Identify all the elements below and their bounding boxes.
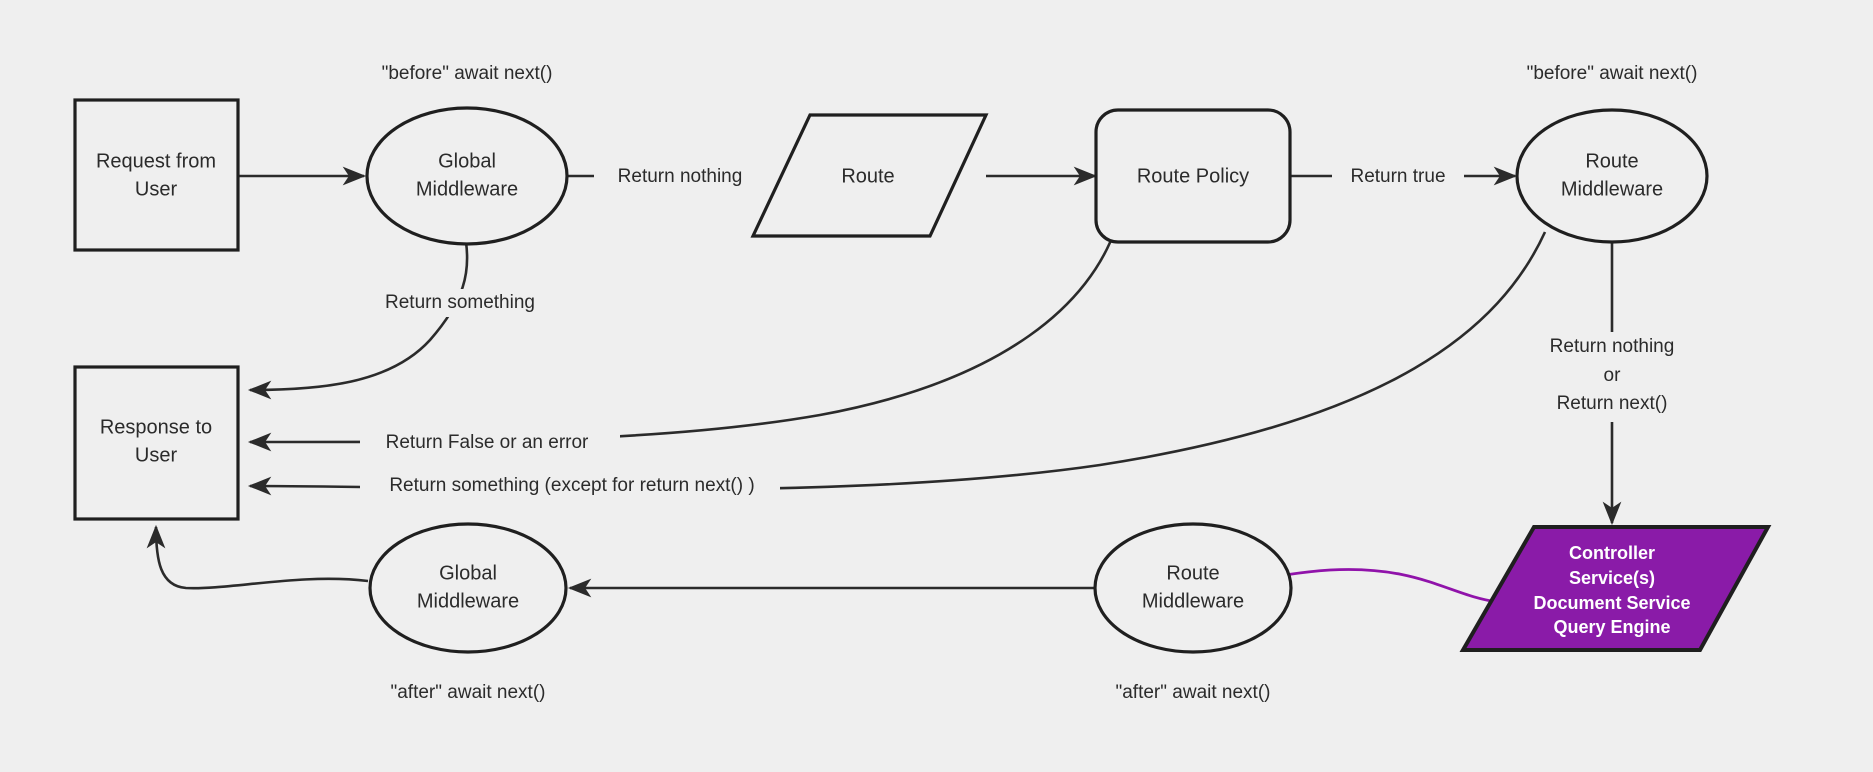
node-response-to-user[interactable]: Response to User xyxy=(73,365,240,521)
annotation-after-await-next-route: "after" await next() xyxy=(1116,682,1271,703)
node-route-middleware-before-line2: Middleware xyxy=(1561,178,1663,200)
node-route-middleware-before-line1: Route xyxy=(1585,150,1638,172)
node-controller-services[interactable]: Controller Service(s) Document Service Q… xyxy=(1459,525,1772,652)
annotation-before-await-next-global: "before" await next() xyxy=(382,63,553,84)
edge-route-policy-return-false: Return False or an error xyxy=(247,229,1117,457)
edge-label-return-next-line3: Return next() xyxy=(1557,393,1668,414)
edge-global-middleware-to-route: Return nothing xyxy=(567,163,766,189)
node-global-middleware-before[interactable]: Global Middleware xyxy=(365,106,569,246)
annotation-before-await-next-route: "before" await next() xyxy=(1527,63,1698,84)
edge-label-or-line2: or xyxy=(1604,365,1622,386)
node-global-middleware-after-line1: Global xyxy=(439,562,497,584)
edge-label-return-nothing: Return nothing xyxy=(618,166,743,187)
edge-route-middleware-to-controller: Return nothing or Return next() xyxy=(1528,240,1700,526)
node-request-from-user-line1: Request from xyxy=(96,150,216,172)
node-request-from-user[interactable]: Request from User xyxy=(73,98,240,252)
node-route-middleware-after[interactable]: Route Middleware xyxy=(1093,522,1293,654)
node-global-middleware-before-line1: Global xyxy=(438,150,496,172)
edge-label-return-nothing-line1: Return nothing xyxy=(1550,336,1675,357)
node-controller-services-line2: Service(s) xyxy=(1569,568,1655,588)
node-global-middleware-after[interactable]: Global Middleware xyxy=(368,522,568,654)
node-route-label: Route xyxy=(841,165,894,187)
annotation-after-await-next-global: "after" await next() xyxy=(391,682,546,703)
node-response-to-user-line1: Response to xyxy=(100,416,212,438)
edge-label-return-something: Return something xyxy=(385,292,535,313)
node-route-middleware-after-line2: Middleware xyxy=(1142,590,1244,612)
edge-label-return-false-or-error: Return False or an error xyxy=(386,432,589,453)
edge-global-middleware-return-something: Return something xyxy=(247,241,554,400)
node-response-to-user-line2: User xyxy=(135,444,178,466)
node-controller-services-line1: Controller xyxy=(1569,543,1655,563)
node-request-from-user-line2: User xyxy=(135,178,178,200)
node-route-middleware-after-line1: Route xyxy=(1166,562,1219,584)
edge-route-policy-to-route-middleware: Return true xyxy=(1290,163,1518,189)
edge-label-return-true: Return true xyxy=(1350,166,1445,187)
node-global-middleware-before-line2: Middleware xyxy=(416,178,518,200)
node-route-middleware-before[interactable]: Route Middleware xyxy=(1515,108,1709,244)
edge-route-middleware-return-something: Return something (except for return next… xyxy=(247,231,1547,500)
node-global-middleware-after-line2: Middleware xyxy=(417,590,519,612)
edge-global-middleware-after-to-response xyxy=(146,524,369,590)
node-route-policy-label: Route Policy xyxy=(1137,165,1249,187)
node-controller-services-line4: Query Engine xyxy=(1553,617,1670,637)
node-route-policy[interactable]: Route Policy xyxy=(1094,108,1292,244)
node-route[interactable]: Route xyxy=(750,113,989,238)
node-controller-services-line3: Document Service xyxy=(1533,593,1690,613)
edge-label-return-something-except-next: Return something (except for return next… xyxy=(389,475,754,496)
